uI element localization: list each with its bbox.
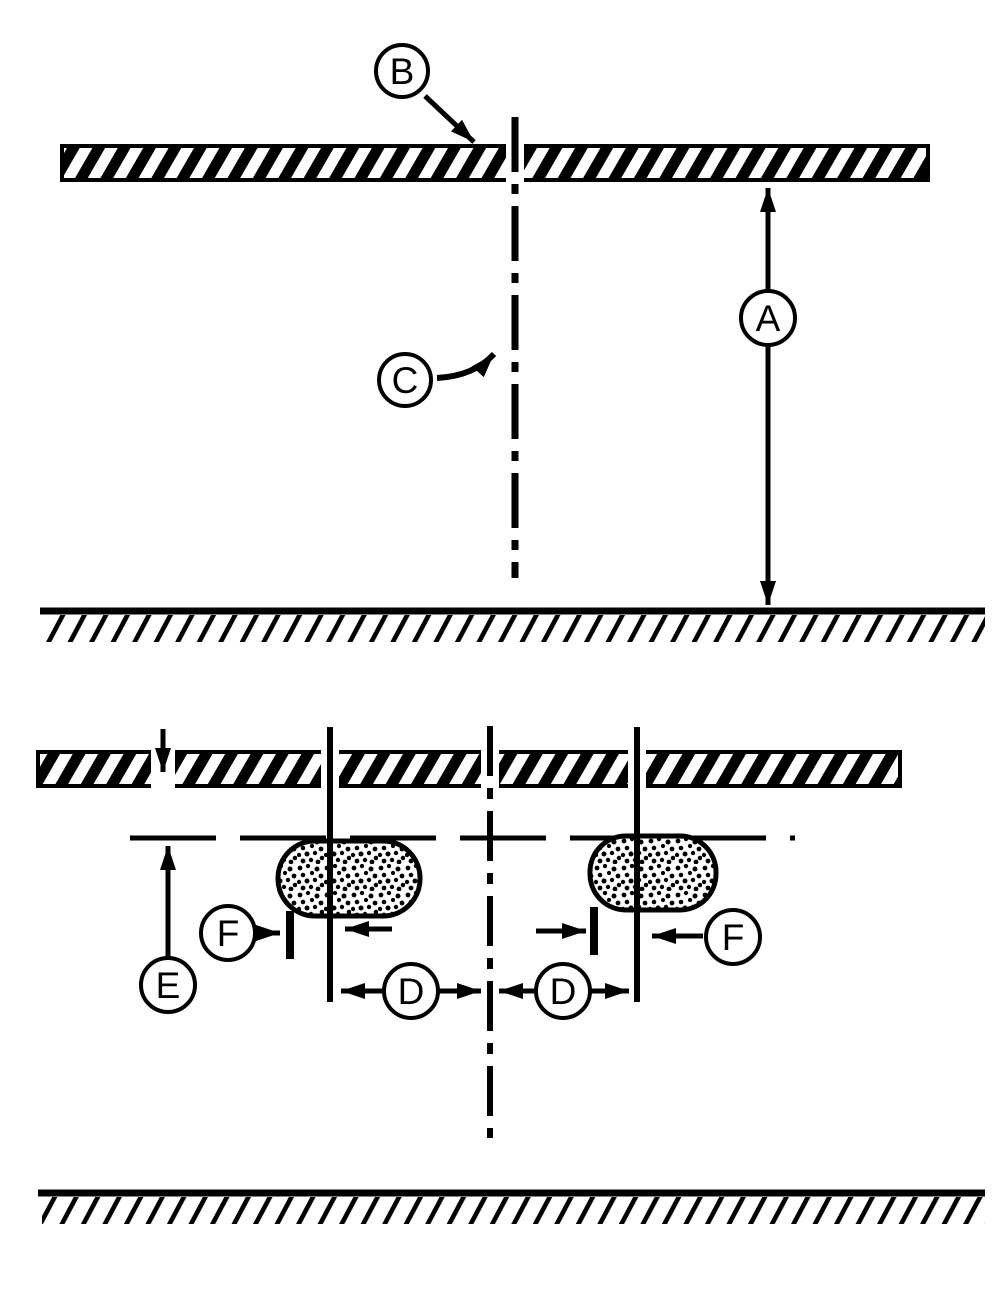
callout-label-d-right: D <box>550 971 577 1012</box>
callout-circle-a <box>739 289 797 347</box>
lower-ground-hatch <box>42 1197 985 1224</box>
upper-overhead-bar <box>60 144 930 182</box>
callout-label-e: E <box>156 965 181 1006</box>
callout-circle-f-left <box>199 904 257 962</box>
c-leader-arrow <box>436 351 497 381</box>
callout-label-a: A <box>756 298 781 339</box>
callout-label-f-left: F <box>217 913 240 954</box>
upper-diagram: B C A <box>40 43 985 642</box>
callout-circle-c <box>377 352 433 408</box>
upper-ground-hatch <box>44 615 985 642</box>
callout-circle-f-right <box>704 908 762 966</box>
right-fixture <box>587 833 719 913</box>
lower-diagram: E F F D D <box>36 726 985 1224</box>
callout-circle-e <box>139 956 197 1014</box>
left-fixture-body <box>275 838 423 919</box>
callout-label-d-left: D <box>398 971 425 1012</box>
right-fixture-body <box>587 833 719 913</box>
lower-overhead-bar <box>36 750 902 788</box>
callout-circle-d-right <box>534 962 592 1020</box>
callout-label-f-right: F <box>722 917 745 958</box>
callout-label-b: B <box>390 51 415 92</box>
b-leader-arrow <box>423 94 476 144</box>
callout-circle-d-left <box>382 962 440 1020</box>
callout-circle-b <box>374 43 430 99</box>
left-fixture <box>275 838 423 919</box>
callout-label-c: C <box>392 360 419 401</box>
